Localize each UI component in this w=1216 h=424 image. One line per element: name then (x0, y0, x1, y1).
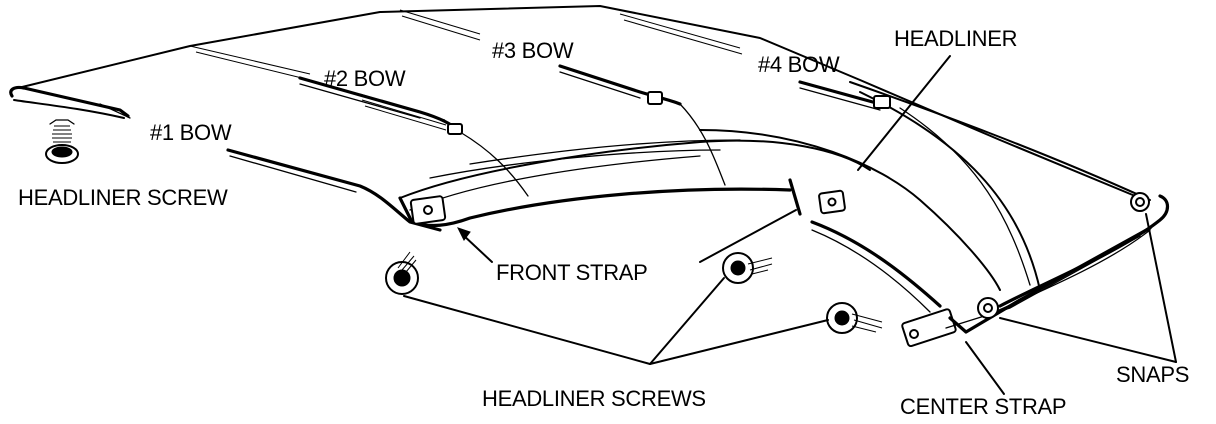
label-headliner-screws: HEADLINER SCREWS (482, 386, 706, 411)
label-headliner-screw: HEADLINER SCREW (18, 185, 228, 210)
label-bow-2: #2 BOW (324, 66, 406, 91)
headliner-screw-3-icon (826, 302, 883, 334)
leader-lines (403, 55, 1177, 395)
headliner-screw-icon (45, 119, 79, 164)
snap-rear (1130, 192, 1150, 212)
roof-frame (9, 5, 1151, 291)
headliner-front-panel (399, 139, 871, 199)
bow-3 (399, 9, 726, 186)
label-bow-4: #4 BOW (758, 52, 840, 77)
front-header-rail (9, 85, 130, 118)
snap-side (977, 297, 999, 319)
label-snaps: SNAPS (1116, 362, 1189, 387)
headliner-screw-2-icon (722, 252, 773, 284)
label-center-strap: CENTER STRAP (900, 394, 1066, 419)
side-rail (989, 194, 1170, 315)
bow-1 (226, 148, 442, 232)
bow-4 (619, 13, 891, 111)
bow-1-rail (99, 45, 311, 119)
label-front-strap: FRONT STRAP (496, 260, 648, 285)
bow-2 (298, 76, 529, 197)
label-bow-1: #1 BOW (150, 120, 232, 145)
label-bow-3: #3 BOW (492, 38, 574, 63)
label-headliner: HEADLINER (894, 26, 1017, 51)
center-strap (810, 220, 1152, 348)
roof-top-edge (17, 5, 1141, 199)
front-strap (398, 178, 846, 228)
headliner-screw-1-icon (385, 251, 419, 295)
